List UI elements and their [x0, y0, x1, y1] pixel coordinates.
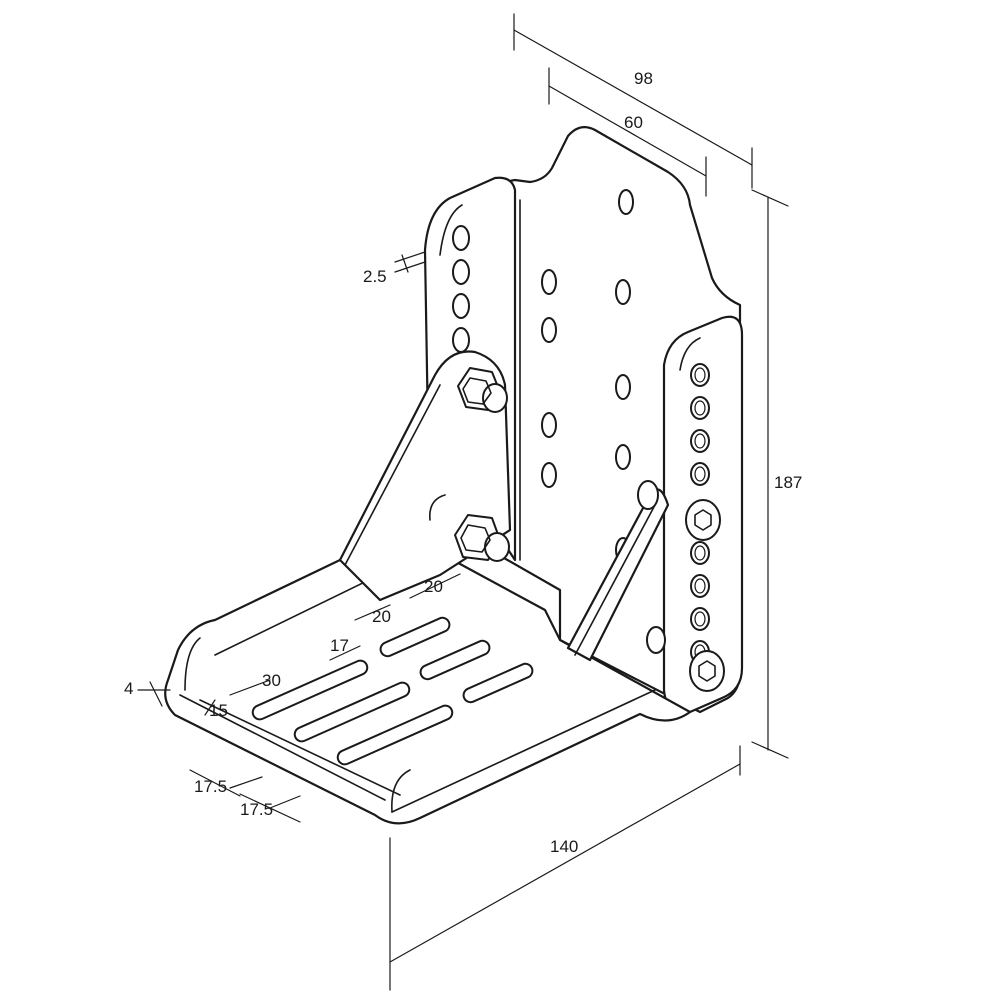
dim-slot-margin: 15	[209, 701, 228, 720]
dim-length: 140	[550, 837, 578, 856]
dim-slot-pitch-a: 20	[372, 607, 391, 626]
dim-slot-pitch-b: 20	[424, 577, 443, 596]
dim-height: 187	[774, 473, 802, 492]
dim-slot-length: 30	[262, 671, 281, 690]
hex-nut-upper	[457, 367, 508, 413]
right-flange	[662, 315, 744, 714]
socket-bolt-upper	[685, 499, 721, 541]
dimension-lines	[137, 13, 789, 991]
slot-row-2	[251, 659, 454, 766]
dim-width-overall: 98	[634, 69, 653, 88]
slot-row-1	[379, 616, 534, 704]
dim-front-offset-a: 17.5	[194, 777, 227, 796]
base-slots	[251, 616, 534, 766]
dim-thickness: 2.5	[363, 267, 387, 286]
hex-nut-lower	[454, 514, 510, 562]
hex-nut-right	[637, 480, 666, 654]
dim-width-top: 60	[624, 113, 643, 132]
dimension-labels: 98 60 187 140 2.5 4 15 30 17 20 20 17.5 …	[124, 69, 802, 856]
dim-plate-edge: 4	[124, 679, 133, 698]
dim-front-offset-b: 17.5	[240, 800, 273, 819]
dim-slot-gap: 17	[330, 636, 349, 655]
socket-bolt-lower	[689, 650, 725, 692]
